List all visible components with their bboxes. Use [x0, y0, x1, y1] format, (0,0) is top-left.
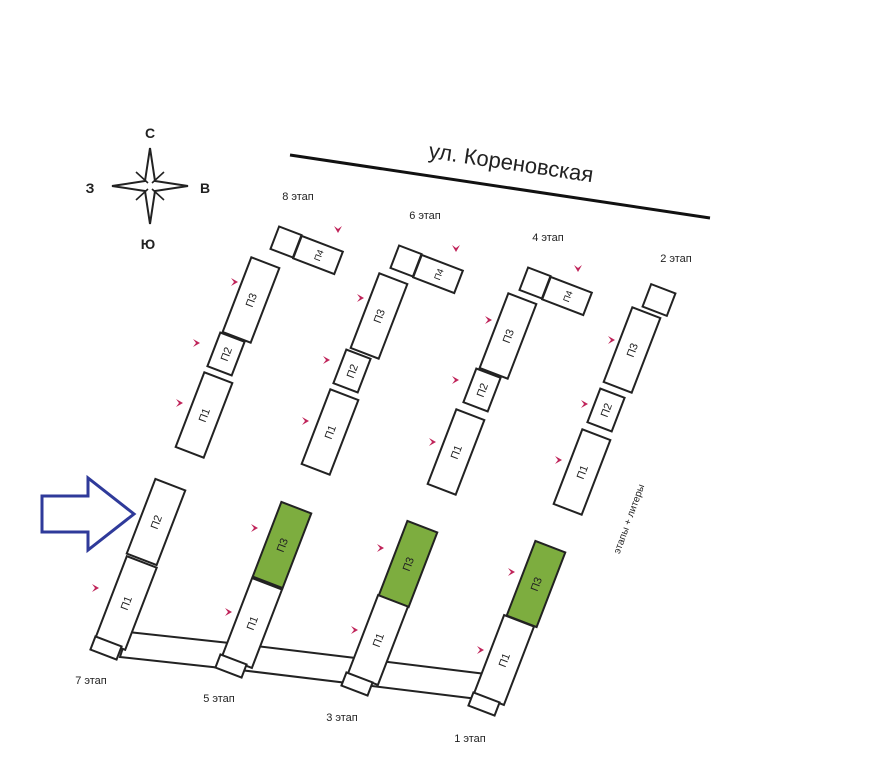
building-stage-4-p1[interactable]	[426, 407, 486, 497]
entrance-marker	[429, 438, 436, 446]
stage-4-label: 4 этап	[532, 232, 564, 244]
street: ул. Кореновская	[289, 138, 711, 220]
entrance-marker	[323, 356, 330, 364]
entrance-marker	[608, 336, 615, 344]
building-label: П3	[625, 342, 641, 359]
entrance-marker	[334, 226, 342, 233]
building-label: П3	[372, 308, 388, 325]
building-label: П1	[497, 652, 513, 669]
entrance-marker	[302, 417, 309, 425]
stage-3: П3 П1 3 этап	[326, 519, 439, 724]
building-label: П3	[501, 328, 517, 345]
building-connector	[340, 671, 374, 697]
stage-7-label: 7 этап	[75, 675, 107, 687]
entrance-marker	[452, 376, 459, 384]
building-connector	[214, 653, 248, 679]
compass-south: Ю	[141, 236, 155, 252]
building-label: П2	[149, 514, 165, 531]
building-label: П1	[119, 595, 135, 612]
stage-4: 4 этап П4 П3 П2 П1	[426, 232, 594, 497]
entrance-marker	[225, 608, 232, 616]
building-connector	[89, 635, 123, 661]
building-label: П3	[275, 537, 291, 554]
entrance-marker	[485, 316, 492, 324]
building-stage-2-p2[interactable]	[586, 387, 626, 433]
entrance-marker	[452, 245, 460, 252]
stage-6: 6 этап П4 П3 П2 П1	[300, 210, 465, 477]
building-label: П4	[561, 289, 574, 303]
stage-2-label: 2 этап	[660, 253, 692, 265]
stage-6-label: 6 этап	[409, 210, 441, 222]
building-label: П1	[575, 464, 591, 481]
compass-east: В	[200, 180, 210, 196]
stage-8: 8 этап П4 П3 П2 П1	[174, 191, 345, 460]
building-stage-8-p1[interactable]	[174, 370, 234, 460]
stage-7: П2 П1 7 этап	[75, 477, 187, 687]
stage-3-label: 3 этап	[326, 712, 358, 724]
building-label: П3	[529, 576, 545, 593]
compass-north: С	[145, 125, 155, 141]
building-label: П3	[401, 556, 417, 573]
entrance-marker	[193, 339, 200, 347]
building-stage-8-p2[interactable]	[206, 331, 246, 377]
entrance-marker	[508, 568, 515, 576]
building-label: П4	[312, 248, 325, 262]
entrance-marker	[574, 265, 582, 272]
building-stage-6-p2[interactable]	[332, 348, 372, 394]
building-label: П1	[197, 407, 213, 424]
street-line	[289, 153, 711, 220]
stage-5-label: 5 этап	[203, 693, 235, 705]
building-stage-5-p3[interactable]	[251, 500, 313, 590]
building-stage-2-p3[interactable]	[602, 305, 662, 395]
building-stage-6-p4[interactable]	[411, 253, 465, 295]
compass-rose-icon	[111, 147, 189, 225]
building-stage-2-p1[interactable]	[552, 427, 612, 517]
building-stage-7-p2[interactable]	[125, 477, 187, 567]
building-stage-4-p3[interactable]	[478, 291, 538, 381]
building-label: П2	[219, 346, 235, 363]
stage-1: П3 П1 1 этап	[454, 539, 567, 745]
building-connector	[641, 282, 677, 318]
entrance-marker	[555, 456, 562, 464]
compass: С Ю З В	[86, 125, 210, 252]
entrance-marker	[477, 646, 484, 654]
building-stage-4-p2[interactable]	[462, 367, 502, 413]
building-stage-8-p4[interactable]	[291, 234, 345, 276]
building-label: П3	[244, 292, 260, 309]
building-label: П1	[371, 632, 387, 649]
building-stage-8-p3[interactable]	[221, 255, 281, 345]
building-label: П2	[599, 402, 615, 419]
entrance-marker	[92, 584, 99, 592]
stage-8-label: 8 этап	[282, 191, 314, 203]
entrance-marker	[251, 524, 258, 532]
building-stage-6-p1[interactable]	[300, 387, 360, 477]
arrow-right-icon	[40, 474, 137, 554]
entrance-marker	[231, 278, 238, 286]
building-label: П4	[432, 267, 445, 281]
legend-text: этапы + литеры	[612, 483, 647, 555]
stage-5: П3 П1 5 этап	[203, 500, 313, 705]
stage-1-label: 1 этап	[454, 733, 486, 745]
compass-west: З	[86, 180, 95, 196]
entrance-marker	[357, 294, 364, 302]
building-label: П2	[475, 382, 491, 399]
entrance-marker	[351, 626, 358, 634]
building-label: П1	[449, 444, 465, 461]
building-label: П1	[245, 615, 261, 632]
stage-2: 2 этап П3 П2 П1	[552, 253, 692, 517]
passages	[118, 630, 496, 702]
building-connector	[467, 691, 501, 717]
entrance-marker	[581, 400, 588, 408]
entrance-marker	[176, 399, 183, 407]
building-stage-6-p3[interactable]	[349, 271, 409, 361]
building-stage-4-p4[interactable]	[540, 275, 594, 317]
building-label: П2	[345, 363, 361, 380]
building-label: П1	[323, 424, 339, 441]
entrance-marker	[377, 544, 384, 552]
